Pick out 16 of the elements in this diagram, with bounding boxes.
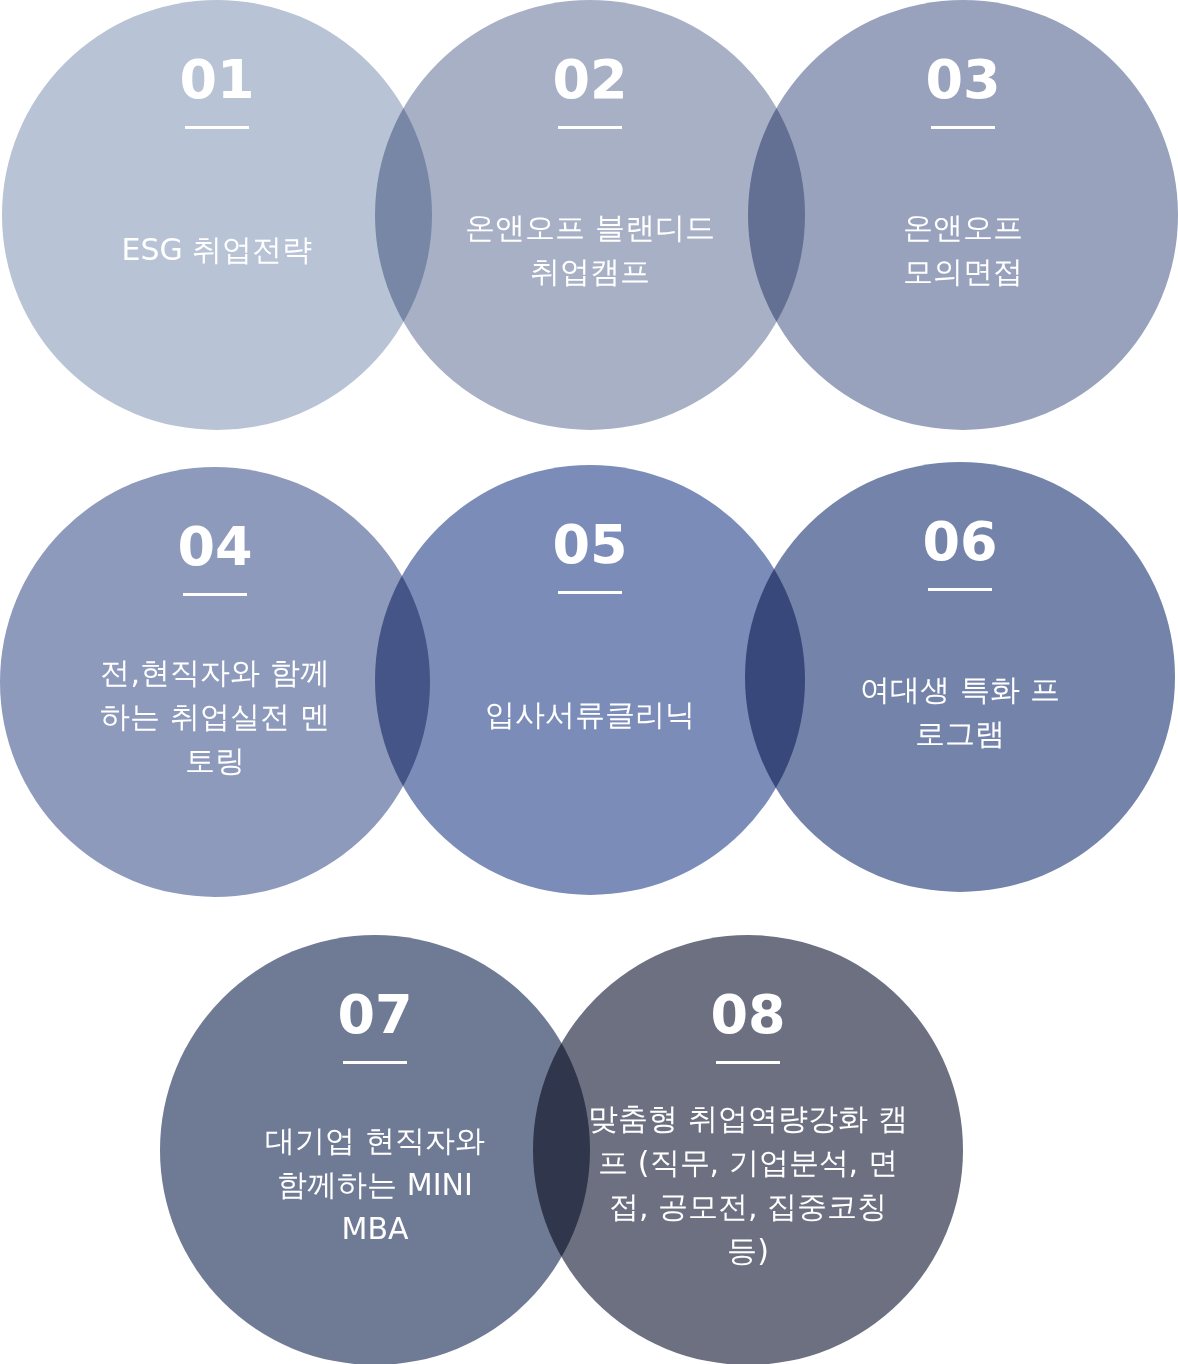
step-number: 02 [552, 48, 628, 112]
step-title: 입사서류클리닉 [485, 696, 695, 734]
step-number: 06 [922, 510, 998, 574]
step-number: 03 [925, 48, 1001, 112]
step-number: 08 [710, 983, 786, 1047]
step-title: 온앤오프 모의면접 [902, 209, 1024, 291]
step-title: 대기업 현직자와 함께하는 MINI MBA [264, 1122, 486, 1248]
step-title: 맞춤형 취업역량강화 캠프 (직무, 기업분석, 면접, 공모전, 집중코칭 등) [588, 1100, 908, 1270]
step-title: 여대생 특화 프로그램 [859, 671, 1061, 753]
step-number: 04 [177, 515, 253, 579]
step-number: 05 [552, 513, 628, 577]
step-number: 07 [337, 983, 413, 1047]
step-title: 온앤오프 블랜디드 취업캠프 [464, 209, 716, 291]
step-title: ESG 취업전략 [121, 231, 313, 269]
step-title: 전,현직자와 함께하는 취업실전 멘토링 [99, 654, 331, 780]
step-number: 01 [179, 48, 255, 112]
